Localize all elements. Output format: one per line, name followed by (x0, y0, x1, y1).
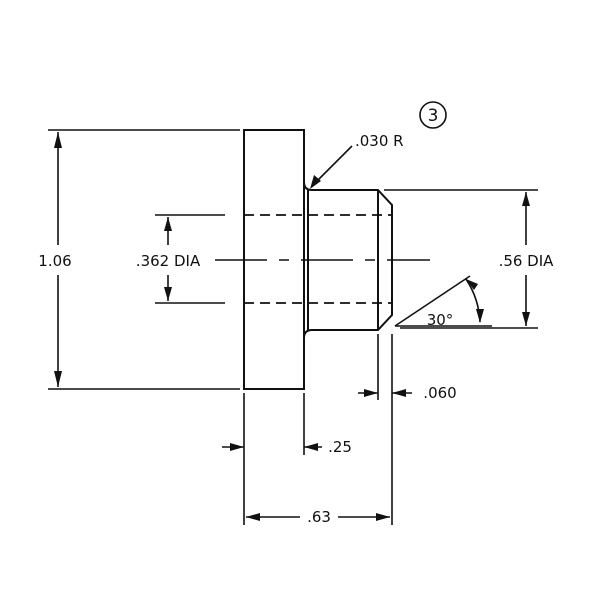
boss-diameter-label: .56 DIA (499, 252, 555, 270)
overall-height-label: 1.06 (38, 252, 71, 270)
angle-leg (394, 275, 471, 327)
arrowhead (466, 279, 478, 290)
arrowhead (246, 513, 260, 521)
chamfer-length-label: .060 (423, 384, 456, 402)
arrowhead (476, 309, 484, 323)
arrowhead (230, 443, 244, 451)
hidden-bore (155, 214, 392, 304)
arrowhead (376, 513, 390, 521)
fillet-bottom-arc (303, 329, 313, 339)
dim-chamfer-angle: 30° (394, 275, 492, 329)
arrowhead (522, 312, 530, 326)
balloon-circle (419, 101, 447, 129)
arrowhead (54, 132, 62, 148)
fillet-top-arc (303, 181, 313, 191)
dim-chamfer-length: .060 (358, 334, 457, 402)
dim-overall-length: .63 (246, 400, 393, 526)
arrowhead (164, 287, 172, 301)
fillet-radius-callout: .030 R (310, 132, 404, 189)
flange-thickness-label: .25 (328, 438, 352, 456)
chamfer-angle-label: 30° (427, 311, 454, 329)
fillet-radius-label: .030 R (355, 132, 404, 150)
arrowhead (310, 175, 321, 189)
arrowhead (364, 389, 378, 397)
dim-overall-height: 1.06 (38, 129, 240, 390)
arrowhead (164, 217, 172, 231)
dim-flange-thickness: .25 (222, 393, 352, 525)
note-number: 3 (428, 106, 439, 126)
arrowhead (522, 192, 530, 206)
overall-length-label: .63 (307, 508, 331, 526)
arrowhead (54, 371, 62, 387)
dim-boss-diameter: .56 DIA (384, 189, 555, 329)
arrowhead (304, 443, 318, 451)
bore-diameter-label: .362 DIA (136, 252, 201, 270)
arrowhead (392, 389, 406, 397)
dim-bore-diameter: .362 DIA (136, 217, 201, 301)
note-balloon: 3 (419, 101, 447, 129)
